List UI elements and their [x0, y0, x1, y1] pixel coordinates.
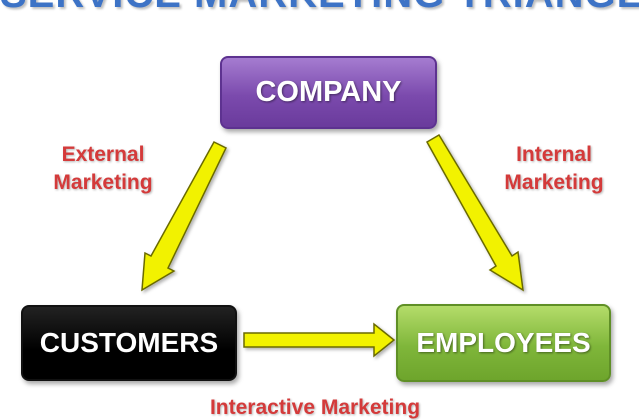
internal-marketing-label: Internal Marketing — [489, 141, 619, 197]
external-line2: Marketing — [53, 171, 153, 194]
customers-label: CUSTOMERS — [39, 327, 219, 358]
arrow-internal — [425, 133, 524, 292]
company-node: COMPANY — [220, 56, 437, 129]
arrow-interactive — [243, 322, 396, 358]
employees-node: EMPLOYEES — [396, 304, 611, 382]
internal-line2: Marketing — [504, 171, 604, 194]
employees-label: EMPLOYEES — [416, 327, 591, 358]
company-label: COMPANY — [255, 76, 402, 108]
interactive-marketing-label: Interactive Marketing — [209, 396, 421, 419]
diagram-title: SERVICE MARKETING TRIANGLE — [0, 0, 639, 17]
customers-node: CUSTOMERS — [21, 305, 237, 381]
internal-line1: Internal — [516, 143, 592, 166]
external-marketing-label: External Marketing — [38, 141, 168, 197]
external-line1: External — [61, 143, 145, 166]
arrow-external — [141, 141, 227, 292]
